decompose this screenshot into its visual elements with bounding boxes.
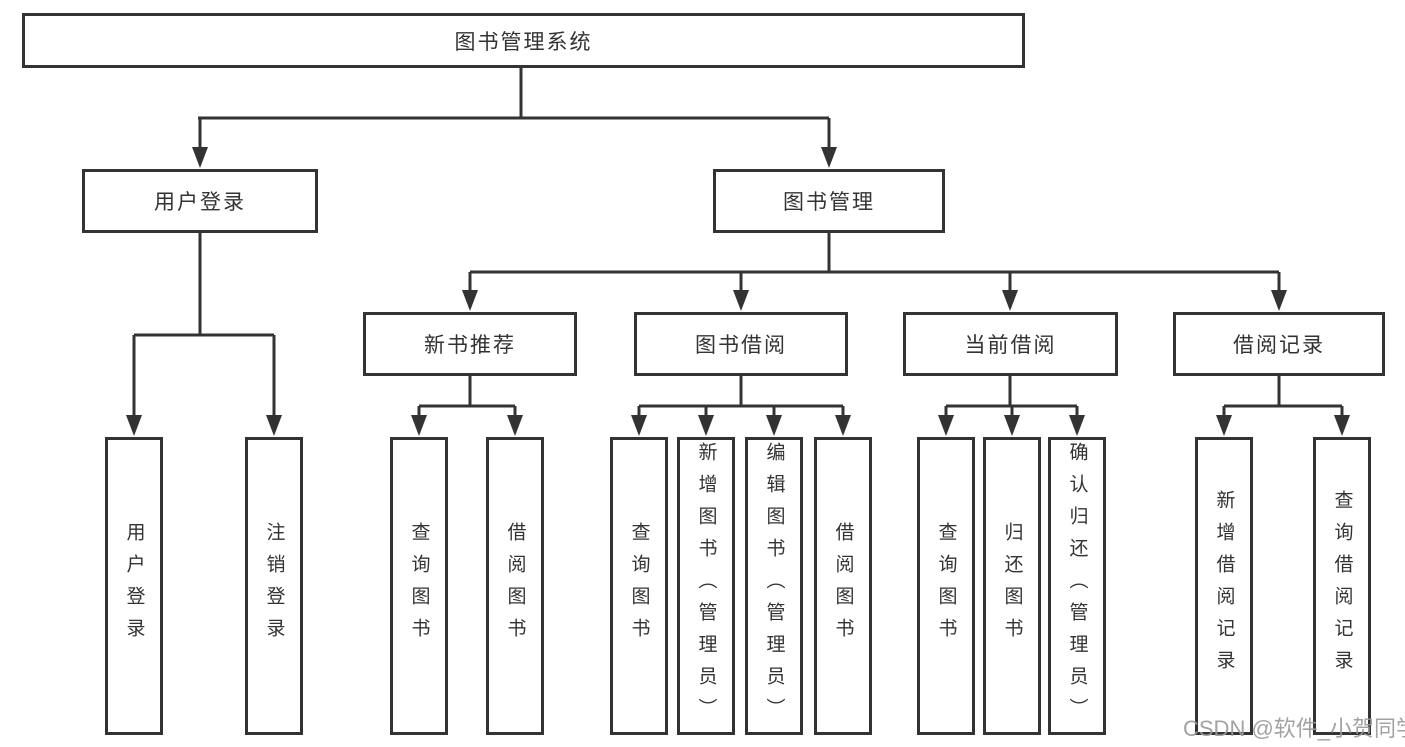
node-leaf-cb-confirm-return-admin: 确认归还（管理员）: [1048, 437, 1106, 735]
node-borrowing-records: 借阅记录: [1173, 312, 1385, 376]
node-leaf-bb-edit-book-admin: 编辑图书（管理员）: [745, 437, 803, 735]
node-leaf-nbr-query-book-label: 查询图书: [408, 522, 430, 650]
connector-root-split: [198, 68, 831, 149]
node-leaf-br-query-record-label: 查询借阅记录: [1331, 490, 1353, 682]
node-book-borrowing-label: 图书借阅: [695, 333, 787, 357]
node-user-login-label: 用户登录: [154, 190, 246, 214]
node-leaf-cb-return-book-label: 归还图书: [1001, 522, 1023, 650]
node-leaf-cb-confirm-return-admin-label: 确认归还（管理员）: [1066, 442, 1088, 730]
connector-current-borrow-split: [944, 376, 1079, 417]
node-leaf-bb-query-book: 查询图书: [610, 437, 668, 735]
node-current-borrowing-label: 当前借阅: [964, 333, 1057, 357]
connector-book-mgmt-split: [468, 233, 1281, 293]
node-leaf-br-add-record-label: 新增借阅记录: [1213, 490, 1235, 682]
connector-borrow-records-split: [1222, 376, 1344, 417]
node-root-system: 图书管理系统: [22, 13, 1025, 68]
node-new-book-recommend: 新书推荐: [363, 312, 577, 376]
node-leaf-user-login-label: 用户登录: [123, 522, 145, 650]
node-book-management-label: 图书管理: [783, 190, 875, 214]
node-leaf-bb-add-book-admin-label: 新增图书（管理员）: [695, 442, 717, 730]
node-borrowing-records-label: 借阅记录: [1233, 333, 1325, 357]
node-leaf-bb-query-book-label: 查询图书: [628, 522, 650, 650]
node-leaf-nbr-borrow-book-label: 借阅图书: [504, 522, 526, 650]
node-leaf-nbr-query-book: 查询图书: [390, 437, 448, 735]
node-leaf-nbr-borrow-book: 借阅图书: [486, 437, 544, 735]
node-leaf-cb-return-book: 归还图书: [983, 437, 1041, 735]
arrowheads: [126, 147, 1350, 436]
connector-book-borrow-split: [637, 376, 845, 417]
connector-user-login-split: [132, 233, 276, 417]
node-leaf-cb-query-book-label: 查询图书: [935, 522, 957, 650]
node-leaf-user-login: 用户登录: [105, 437, 163, 735]
watermark: CSDN @软件_小贺同学: [1183, 716, 1405, 741]
node-leaf-logout-label: 注销登录: [263, 522, 285, 650]
node-new-book-recommend-label: 新书推荐: [424, 333, 516, 357]
node-leaf-cb-query-book: 查询图书: [917, 437, 975, 735]
node-leaf-logout: 注销登录: [245, 437, 303, 735]
node-leaf-bb-edit-book-admin-label: 编辑图书（管理员）: [763, 442, 785, 730]
node-leaf-bb-add-book-admin: 新增图书（管理员）: [677, 437, 735, 735]
node-leaf-bb-borrow-book-label: 借阅图书: [832, 522, 854, 650]
node-book-borrowing: 图书借阅: [634, 312, 848, 376]
node-leaf-br-query-record: 查询借阅记录: [1313, 437, 1371, 735]
node-leaf-bb-borrow-book: 借阅图书: [814, 437, 872, 735]
node-root-system-label: 图书管理系统: [454, 29, 593, 54]
connector-new-book-rec-split: [417, 376, 517, 417]
node-current-borrowing: 当前借阅: [903, 312, 1118, 376]
node-book-management: 图书管理: [713, 169, 945, 233]
node-leaf-br-add-record: 新增借阅记录: [1195, 437, 1253, 735]
node-user-login: 用户登录: [82, 169, 318, 233]
